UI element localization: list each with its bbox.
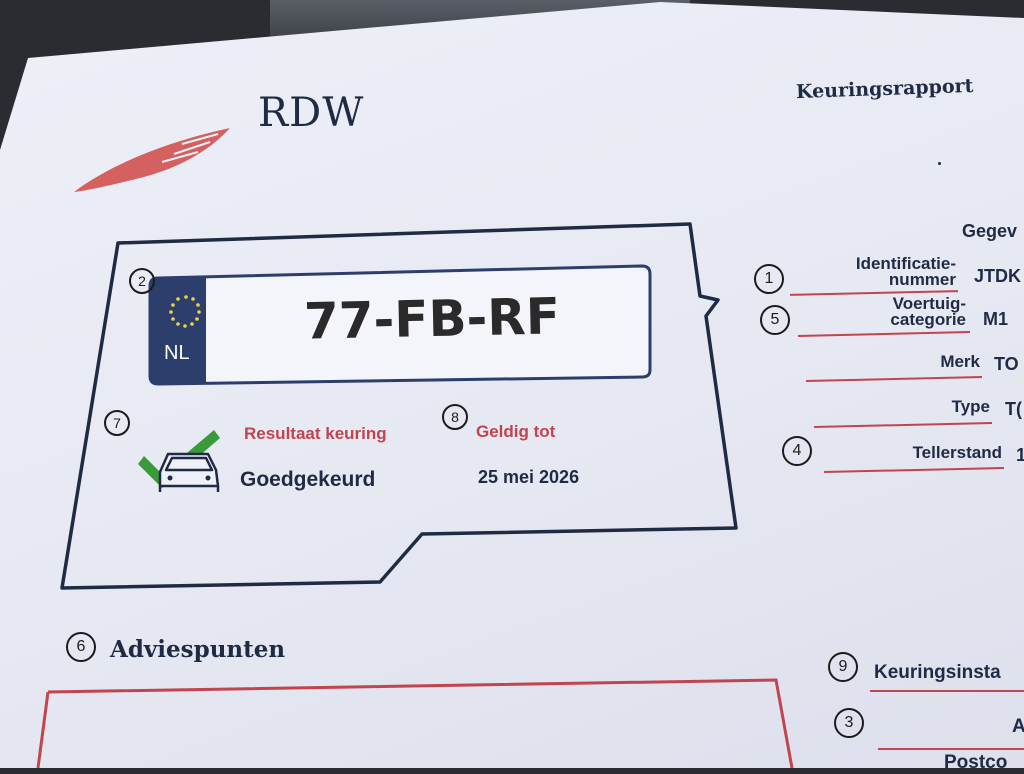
field-value-identification: JTDK	[974, 266, 1022, 286]
field-number-badge: 1	[754, 264, 784, 294]
field-label-type: Type	[951, 397, 990, 416]
section-header-partial: Gegev	[962, 221, 1018, 241]
result-value: Goedgekeurd	[240, 468, 376, 491]
inspection-station-label: Keuringsinsta	[874, 662, 1001, 683]
small-mark	[938, 162, 941, 165]
address-label-partial: A	[1012, 716, 1024, 737]
field-value-brand: TO	[994, 354, 1019, 374]
result-label: Resultaat keuring	[244, 424, 387, 443]
country-code: NL	[164, 342, 190, 364]
field-value-odometer: 1	[1016, 445, 1024, 465]
field-number-badge: 3	[834, 708, 864, 738]
field-number-badge: 5	[760, 305, 790, 335]
field-value-category: M1	[983, 309, 1009, 329]
underline	[878, 748, 1024, 750]
field-value-type: T(	[1005, 399, 1022, 419]
postcode-label-partial: Postco	[944, 752, 1008, 773]
rdw-feather-logo-icon	[74, 124, 230, 192]
field-number-badge: 4	[782, 436, 812, 466]
field-label-brand: Merk	[940, 352, 980, 371]
validity-label: Geldig tot	[476, 422, 556, 441]
validity-date: 25 mei 2026	[478, 467, 580, 487]
field-number-badge: 2	[129, 268, 155, 294]
field-label-identification: Identificatie- nummer	[855, 254, 956, 289]
field-number-badge: 7	[104, 410, 130, 436]
field-number-badge: 6	[66, 632, 96, 662]
field-number-badge: 9	[828, 652, 858, 682]
advice-section-title: Adviespunten	[110, 636, 286, 663]
logo-wordmark: RDW	[258, 90, 365, 136]
approved-car-check-icon	[138, 430, 220, 492]
underline	[870, 690, 1024, 692]
field-number-badge: 8	[442, 404, 468, 430]
field-label-category: Voertuig- categorie	[890, 294, 966, 329]
field-label-odometer: Tellerstand	[912, 443, 1002, 462]
